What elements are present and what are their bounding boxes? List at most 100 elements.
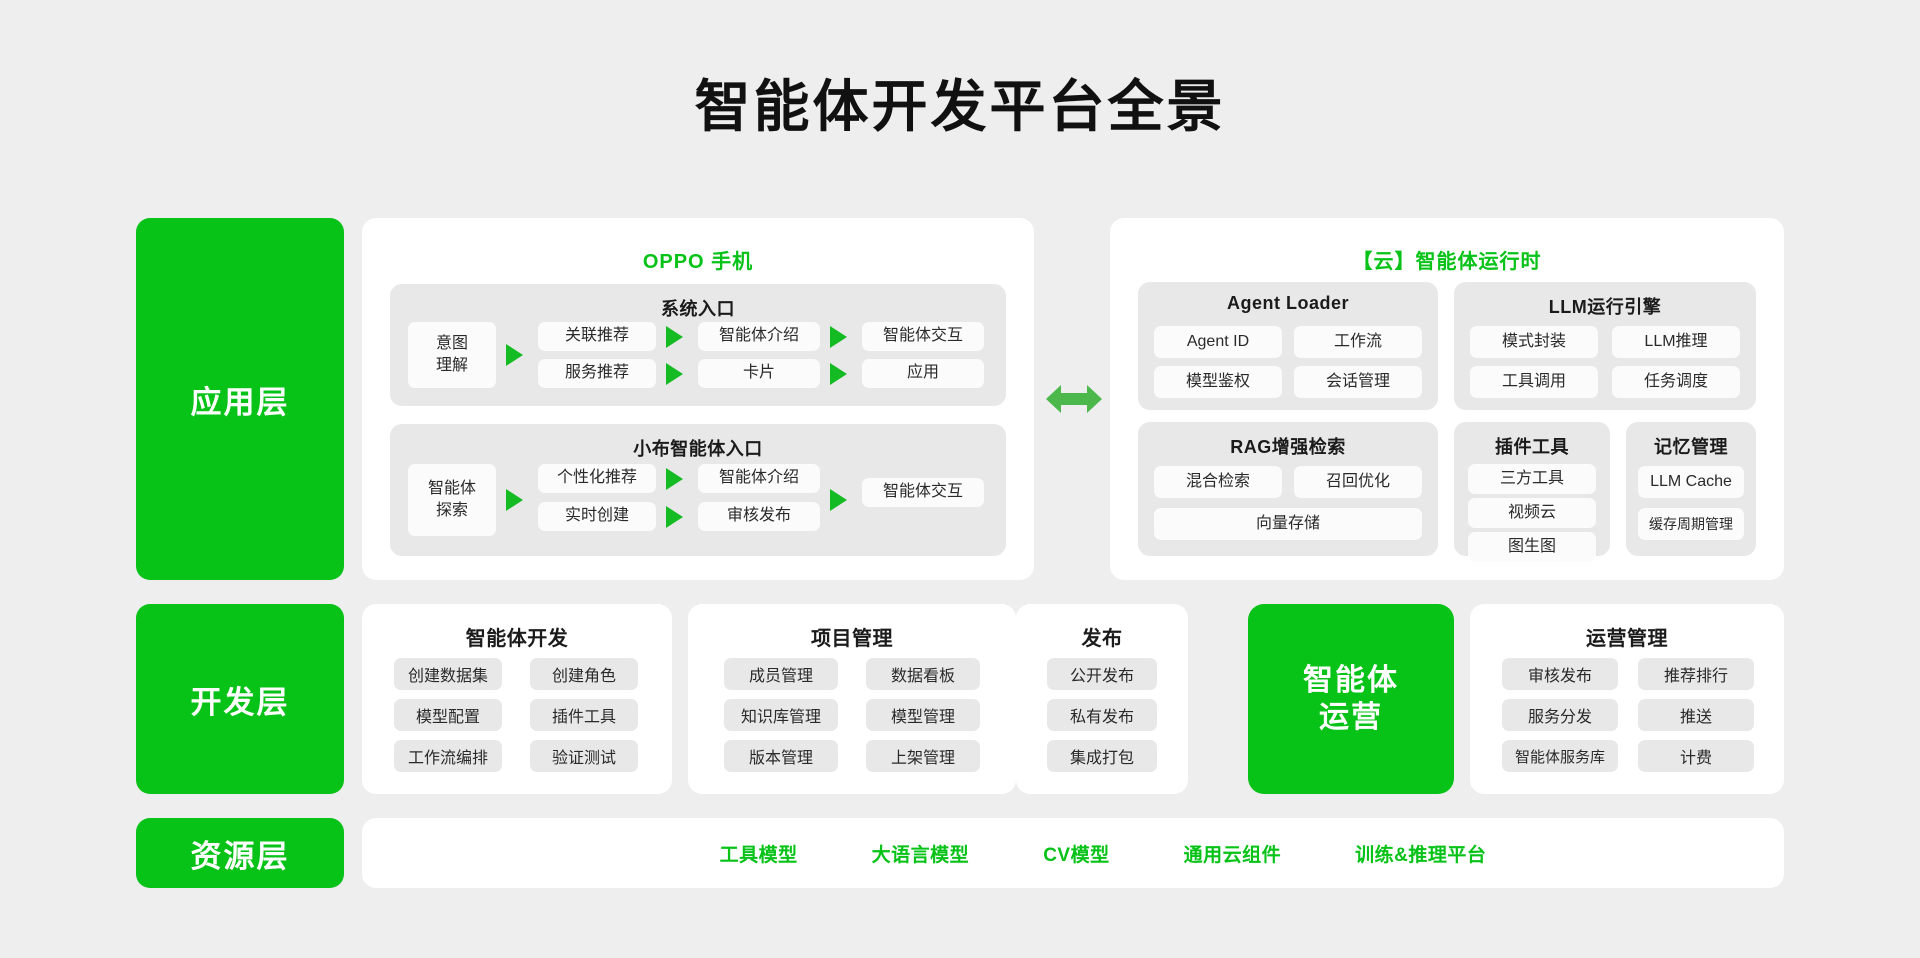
arrow-right-icon: [666, 363, 683, 385]
operations-management-card: 运营管理 审核发布 推荐排行 服务分发 推送 智能体服务库 计费: [1470, 604, 1784, 794]
chip-session-management[interactable]: 会话管理: [1294, 366, 1422, 398]
resource-item-tool-model[interactable]: 工具模型: [719, 844, 798, 866]
chip-validation-test[interactable]: 验证测试: [530, 740, 638, 772]
chip-review-publish-ops[interactable]: 审核发布: [1502, 658, 1618, 690]
system-entry-group: 系统入口 意图 理解 关联推荐 智能体介绍 智能体交互 服务推荐 卡片 应用: [390, 284, 1006, 406]
chip-agent-service-library[interactable]: 智能体服务库: [1502, 740, 1618, 772]
chip-personalized-recommendation[interactable]: 个性化推荐: [538, 464, 656, 493]
xiaobu-entry-title: 小布智能体入口: [633, 439, 763, 459]
memory-management-card: 记忆管理 LLM Cache 缓存周期管理: [1626, 422, 1756, 556]
resource-item-cv-model[interactable]: CV模型: [1043, 844, 1110, 866]
chip-third-party-tools[interactable]: 三方工具: [1468, 464, 1596, 494]
chip-mode-encapsulation[interactable]: 模式封装: [1470, 326, 1598, 358]
chip-plugin-tools-dev[interactable]: 插件工具: [530, 699, 638, 731]
arrow-right-icon: [506, 344, 523, 366]
llm-engine-title: LLM运行引擎: [1548, 297, 1662, 317]
arrow-right-icon: [666, 326, 683, 348]
layer-label-resource-text: 资源层: [190, 838, 290, 874]
chip-public-publish[interactable]: 公开发布: [1047, 658, 1157, 690]
publish-title: 发布: [1081, 628, 1123, 650]
chip-vector-storage[interactable]: 向量存储: [1154, 508, 1422, 540]
chip-agent-exploration[interactable]: 智能体 探索: [408, 464, 496, 536]
layer-label-application-text: 应用层: [190, 384, 290, 420]
chip-billing[interactable]: 计费: [1638, 740, 1754, 772]
memory-management-title: 记忆管理: [1654, 437, 1728, 457]
agent-operations-line2: 运营: [1319, 701, 1383, 734]
arrow-right-icon: [830, 363, 847, 385]
chip-hybrid-retrieval[interactable]: 混合检索: [1154, 466, 1282, 498]
resource-layer-panel: 工具模型 大语言模型 CV模型 通用云组件 训练&推理平台: [362, 818, 1784, 888]
operations-management-title: 运营管理: [1586, 628, 1668, 650]
chip-tool-invocation[interactable]: 工具调用: [1470, 366, 1598, 398]
oppo-phone-panel-title: OPPO 手机: [642, 251, 754, 273]
chip-workflow[interactable]: 工作流: [1294, 326, 1422, 358]
agent-development-title: 智能体开发: [465, 628, 569, 650]
chip-push[interactable]: 推送: [1638, 699, 1754, 731]
layer-label-development-text: 开发层: [190, 684, 290, 720]
chip-integrated-packaging[interactable]: 集成打包: [1047, 740, 1157, 772]
chip-service-distribution[interactable]: 服务分发: [1502, 699, 1618, 731]
chip-agent-interaction-xiaobu[interactable]: 智能体交互: [862, 478, 984, 507]
chip-model-auth[interactable]: 模型鉴权: [1154, 366, 1282, 398]
chip-create-role[interactable]: 创建角色: [530, 658, 638, 690]
double-arrow-icon: [1046, 382, 1102, 416]
arrow-right-icon: [666, 506, 683, 528]
chip-task-scheduling[interactable]: 任务调度: [1612, 366, 1740, 398]
chip-model-management[interactable]: 模型管理: [866, 699, 980, 731]
chip-model-config[interactable]: 模型配置: [394, 699, 502, 731]
chip-version-management[interactable]: 版本管理: [724, 740, 838, 772]
chip-agent-intro-sys[interactable]: 智能体介绍: [698, 322, 820, 351]
chip-exploration-line2: 探索: [435, 502, 468, 519]
project-management-card: 项目管理 成员管理 数据看板 知识库管理 模型管理 版本管理 上架管理: [688, 604, 1016, 794]
chip-related-recommendation[interactable]: 关联推荐: [538, 322, 656, 351]
chip-review-publish[interactable]: 审核发布: [698, 502, 820, 531]
layer-label-development: 开发层: [136, 604, 344, 794]
chip-service-recommendation[interactable]: 服务推荐: [538, 359, 656, 388]
arrow-right-icon: [830, 326, 847, 348]
chip-video-cloud[interactable]: 视频云: [1468, 498, 1596, 528]
chip-workflow-orchestration[interactable]: 工作流编排: [394, 740, 502, 772]
chip-realtime-creation[interactable]: 实时创建: [538, 502, 656, 531]
chip-agent-id[interactable]: Agent ID: [1154, 326, 1282, 358]
chip-agent-interaction-sys[interactable]: 智能体交互: [862, 322, 984, 351]
agent-loader-title: Agent Loader: [1226, 293, 1349, 313]
chip-llm-inference[interactable]: LLM推理: [1612, 326, 1740, 358]
cloud-runtime-panel: 【云】智能体运行时 Agent Loader Agent ID 工作流 模型鉴权…: [1110, 218, 1784, 580]
agent-operations-line1: 智能体: [1303, 663, 1399, 697]
chip-data-dashboard[interactable]: 数据看板: [866, 658, 980, 690]
oppo-phone-panel: OPPO 手机 系统入口 意图 理解 关联推荐 智能体介绍 智能体交互 服务推荐…: [362, 218, 1034, 580]
chip-card[interactable]: 卡片: [698, 359, 820, 388]
arrow-right-icon: [830, 489, 847, 511]
chip-exploration-line1: 智能体: [427, 480, 476, 498]
xiaobu-agent-entry-group: 小布智能体入口 智能体 探索 个性化推荐 智能体介绍 智能体交互 实时创建 审核…: [390, 424, 1006, 556]
chip-member-management[interactable]: 成员管理: [724, 658, 838, 690]
chip-private-publish[interactable]: 私有发布: [1047, 699, 1157, 731]
rag-card: RAG增强检索 混合检索 召回优化 向量存储: [1138, 422, 1438, 556]
system-entry-title: 系统入口: [661, 299, 735, 319]
page-title: 智能体开发平台全景: [694, 75, 1226, 138]
chip-recommendation-ranking[interactable]: 推荐排行: [1638, 658, 1754, 690]
rag-title: RAG增强检索: [1230, 437, 1346, 457]
resource-item-llm[interactable]: 大语言模型: [871, 844, 970, 866]
chip-intent-line2: 理解: [435, 357, 468, 374]
arrow-right-icon: [666, 468, 683, 490]
project-management-title: 项目管理: [811, 628, 893, 650]
layer-label-application: 应用层: [136, 218, 344, 580]
chip-listing-management[interactable]: 上架管理: [866, 740, 980, 772]
chip-cache-lifecycle[interactable]: 缓存周期管理: [1638, 508, 1744, 540]
resource-item-cloud-components[interactable]: 通用云组件: [1183, 844, 1282, 866]
chip-create-dataset[interactable]: 创建数据集: [394, 658, 502, 690]
chip-application[interactable]: 应用: [862, 359, 984, 388]
chip-image-to-image[interactable]: 图生图: [1468, 532, 1596, 562]
agent-development-card: 智能体开发 创建数据集 创建角色 模型配置 插件工具 工作流编排 验证测试: [362, 604, 672, 794]
chip-recall-optimization[interactable]: 召回优化: [1294, 466, 1422, 498]
chip-intent-line1: 意图: [435, 335, 468, 353]
agent-loader-card: Agent Loader Agent ID 工作流 模型鉴权 会话管理: [1138, 282, 1438, 410]
resource-item-training-platform[interactable]: 训练&推理平台: [1355, 844, 1487, 866]
plugin-tools-title: 插件工具: [1495, 437, 1569, 457]
chip-knowledge-base-management[interactable]: 知识库管理: [724, 699, 838, 731]
chip-agent-intro-xiaobu[interactable]: 智能体介绍: [698, 464, 820, 493]
chip-intent-understanding[interactable]: 意图 理解: [408, 322, 496, 388]
chip-llm-cache[interactable]: LLM Cache: [1638, 466, 1744, 498]
